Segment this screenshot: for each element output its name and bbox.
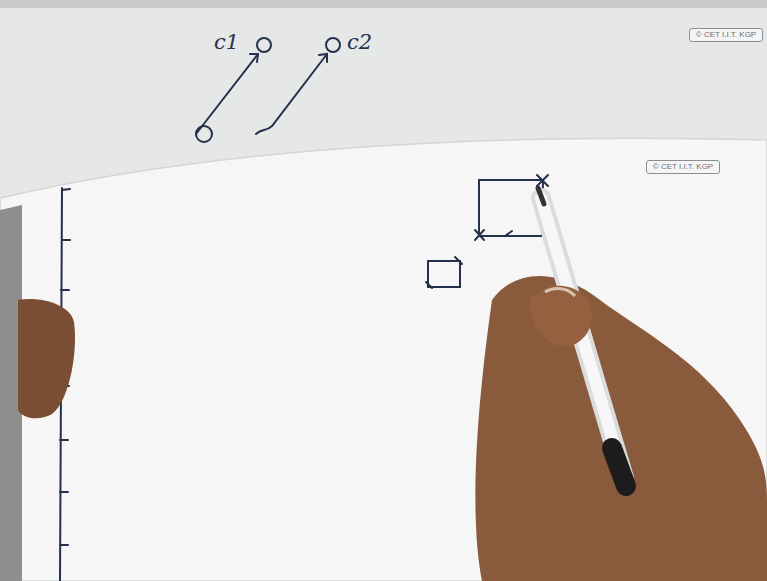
- right-hand: [475, 276, 767, 581]
- back-sketch: [196, 38, 340, 142]
- watermark: © CET I.I.T. KGP: [646, 160, 720, 174]
- circle-label: c2: [347, 32, 372, 53]
- pen-cap: [612, 448, 626, 486]
- pen-tip: [538, 188, 544, 204]
- left-finger: [18, 299, 75, 418]
- sheet-shadow: [0, 0, 767, 8]
- watermark: © CET I.I.T. KGP: [689, 28, 763, 42]
- thumb-nail: [545, 289, 575, 296]
- circle-label: c1: [214, 32, 239, 53]
- window-rectangles: [426, 175, 548, 288]
- front-sheet: [0, 138, 767, 581]
- thumb: [530, 286, 592, 347]
